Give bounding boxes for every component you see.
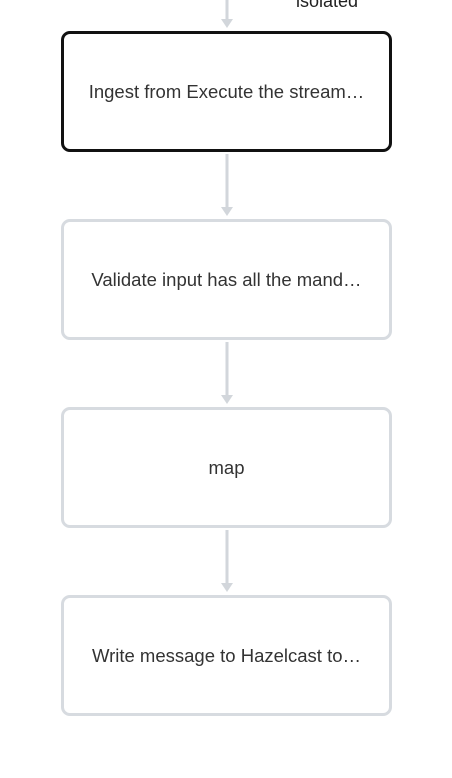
edge-label-isolated: isolated	[296, 0, 359, 11]
edge-ingest-to-validate	[221, 154, 233, 216]
node-validate[interactable]: Validate input has all the mand…	[61, 219, 392, 340]
edge-incoming	[221, 0, 233, 28]
node-map-label: map	[208, 456, 245, 478]
edge-validate-to-map	[221, 342, 233, 404]
node-ingest[interactable]: Ingest from Execute the stream…	[61, 31, 392, 152]
node-write[interactable]: Write message to Hazelcast to…	[61, 595, 392, 716]
node-ingest-label: Ingest from Execute the stream…	[88, 80, 365, 102]
node-validate-label: Validate input has all the mand…	[91, 268, 362, 290]
node-write-label: Write message to Hazelcast to…	[91, 644, 362, 666]
node-map[interactable]: map	[61, 407, 392, 528]
edge-map-to-write	[221, 530, 233, 592]
